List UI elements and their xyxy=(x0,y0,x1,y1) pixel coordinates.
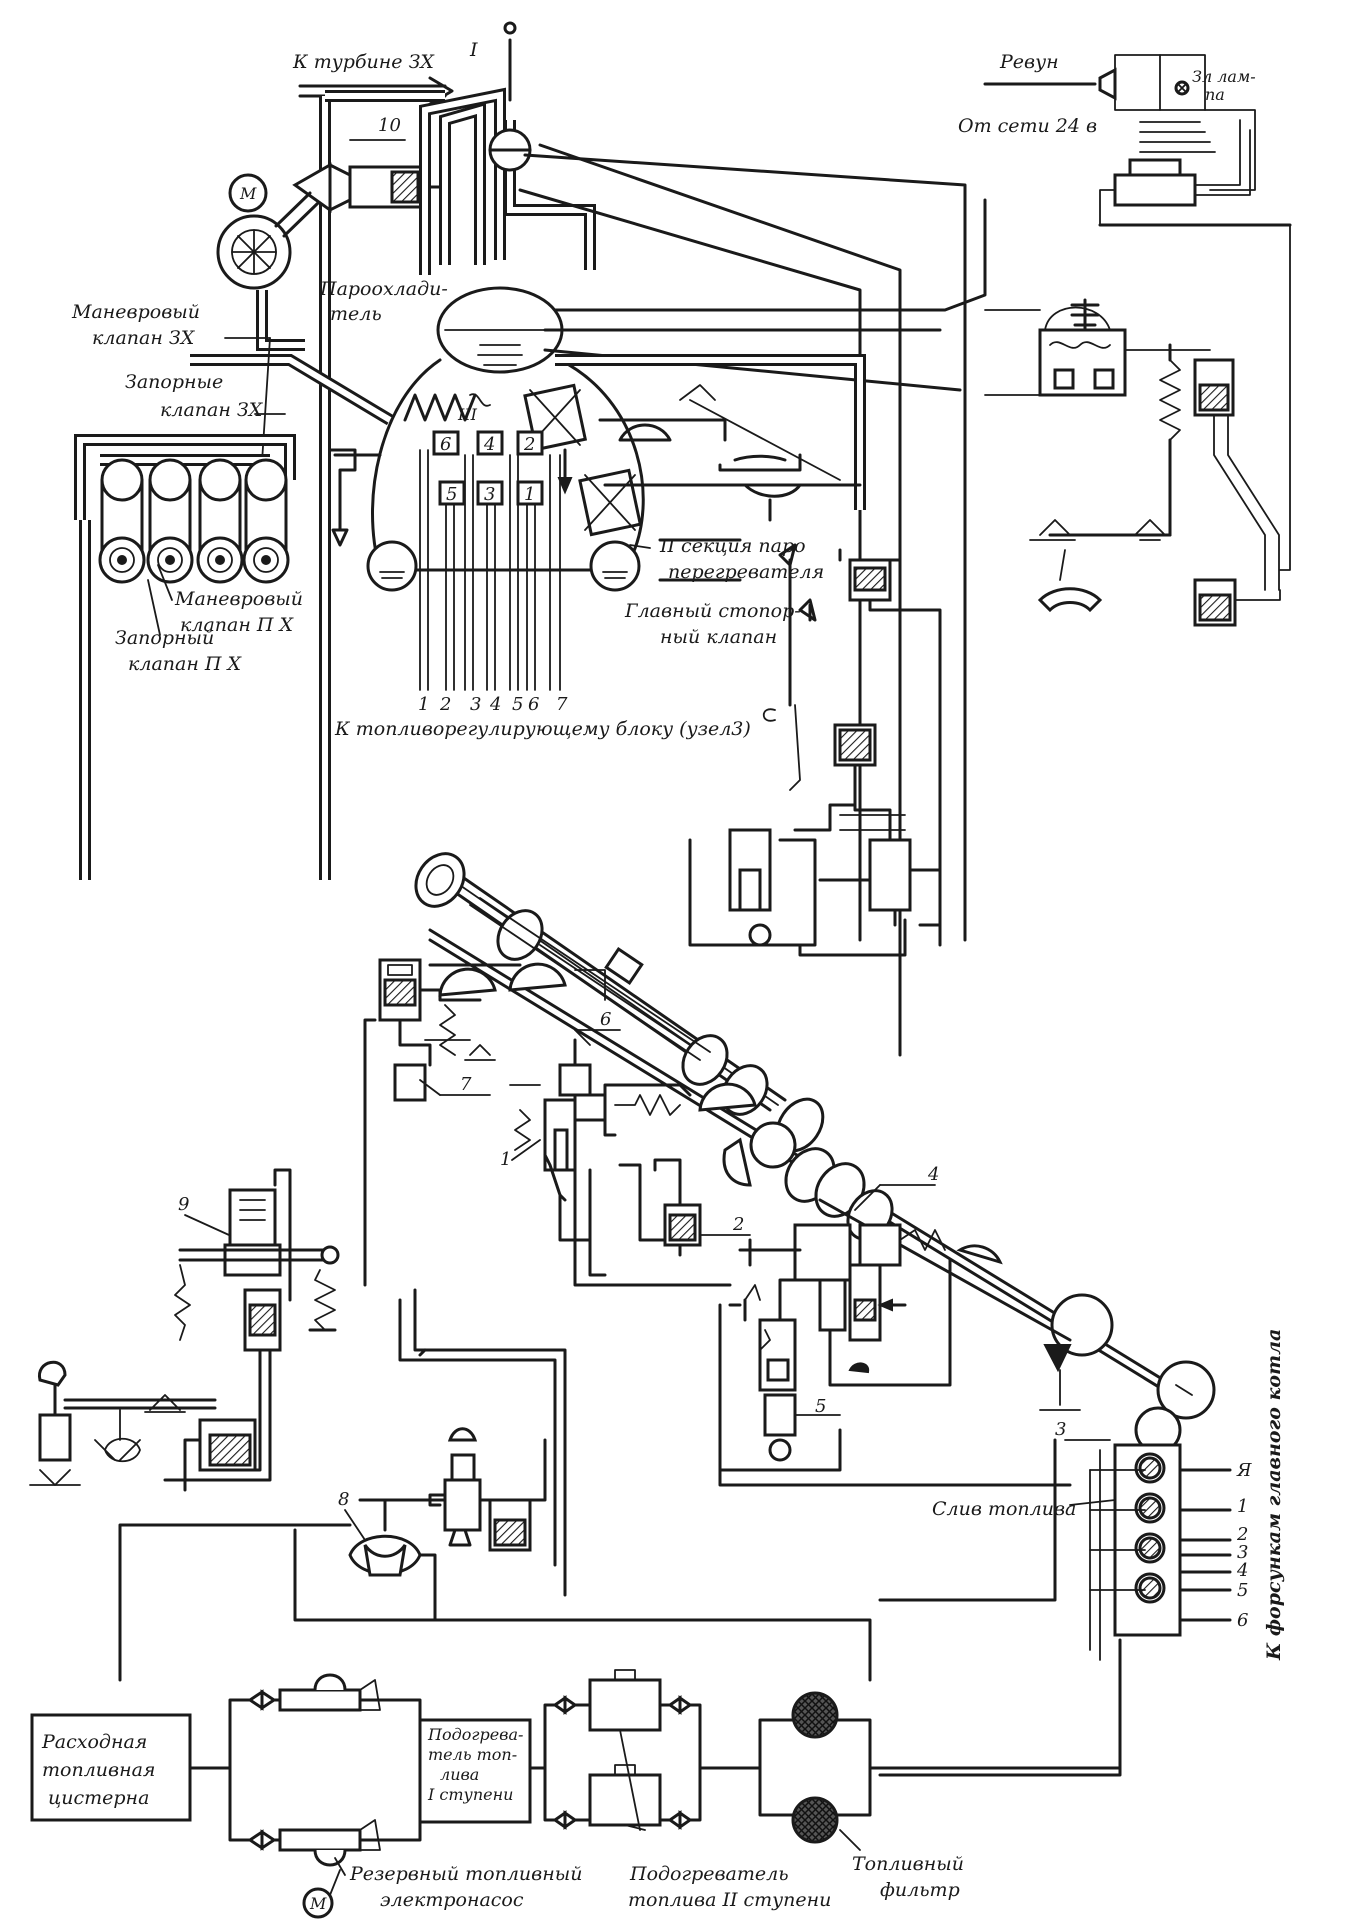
fuel-drain-label: Слив топлива xyxy=(932,1498,1076,1520)
item-6-label: 6 xyxy=(600,1009,611,1030)
stop-valve-zx-line2: клапан ЗХ xyxy=(160,399,264,421)
main-stop-valve-line1: Главный стопор- xyxy=(624,600,801,622)
turbine-label: К турбине ЗХ xyxy=(292,51,435,73)
fuel-supply-line: Расходная топливная цистерна M Резервный… xyxy=(30,1669,1122,1919)
tube-6: 6 xyxy=(528,694,539,715)
heater-stage-2a xyxy=(588,1678,662,1732)
regulators-middle: 7 6 1 2 xyxy=(363,958,751,1287)
cell-5: 5 xyxy=(446,484,457,505)
heater1-line3: лива xyxy=(440,1765,479,1784)
net-24v-label: От сети 24 в xyxy=(958,115,1097,137)
superheater-section-line2: перегревателя xyxy=(668,561,824,583)
heater2-line1: Подогреватель xyxy=(629,1863,789,1885)
tube-numbers: 1 2 3 4 5 6 7 xyxy=(418,694,568,715)
item-8-group: 8 xyxy=(118,1288,1072,1682)
heater-stage-2b xyxy=(588,1773,662,1827)
fuel-block-label: К топливорегулирующему блоку (узел3) xyxy=(334,718,751,740)
injector-out-6: 6 xyxy=(1237,1610,1248,1631)
roman-label-mid: III xyxy=(457,405,478,424)
lower-drum-right xyxy=(589,540,641,592)
tube-1: 1 xyxy=(418,694,429,715)
heater2-line2: топлива II ступени xyxy=(628,1889,831,1911)
cell-6: 6 xyxy=(440,434,451,455)
main-shaft xyxy=(414,852,1216,1420)
maneuver-valve-zx-line1: Маневровый xyxy=(71,301,200,323)
steam-cooler-line2: тель xyxy=(330,303,382,325)
maneuver-valve-px-line2: клапан П Х xyxy=(180,614,294,636)
tube-3: 3 xyxy=(470,694,481,715)
turbine-supply-group: К турбине ЗХ I 10 M xyxy=(71,39,478,880)
item-7-label: 7 xyxy=(460,1074,472,1095)
filter-element-bottom xyxy=(791,1796,839,1844)
stop-valve-zx-line1: Запорные xyxy=(125,371,223,393)
fuel-filter-line2: фильтр xyxy=(880,1879,960,1901)
item-2-label: 2 xyxy=(732,1214,744,1235)
cell-1: 1 xyxy=(524,484,535,505)
boiler-cells: 6 4 2 5 3 1 xyxy=(432,430,544,506)
heater-stage-1 xyxy=(418,1718,532,1824)
lower-drum-left xyxy=(366,540,418,592)
revun-label: Ревун xyxy=(999,51,1059,73)
tube-5: 5 xyxy=(512,694,523,715)
injector-manifold: 3 Я 1 2 3 4 5 6 Слив топлива К форсункам… xyxy=(878,1329,1285,1777)
roman-label-top: I xyxy=(469,39,478,61)
svg-text:M: M xyxy=(309,1894,327,1913)
filter-element-top xyxy=(791,1691,839,1739)
main-stop-valve-line2: ный клапан xyxy=(660,626,777,648)
tube-4: 4 xyxy=(489,694,501,715)
heater1-line2: тель топ- xyxy=(428,1745,517,1764)
maneuver-valve-zx-line2: клапан ЗХ xyxy=(92,327,196,349)
injector-out-0: Я xyxy=(1236,1460,1252,1481)
valve-bank xyxy=(98,458,290,584)
cell-4: 4 xyxy=(483,434,495,455)
svg-text:M: M xyxy=(239,184,257,203)
cell-2: 2 xyxy=(523,434,535,455)
reserve-pump-line1: Резервный топливный xyxy=(349,1863,582,1885)
tube-7: 7 xyxy=(556,694,568,715)
reserve-pump-line2: электронасос xyxy=(380,1889,524,1911)
service-tank xyxy=(30,1713,192,1822)
injector-out-3: 3 xyxy=(1237,1542,1248,1563)
injector-out-4: 4 xyxy=(1236,1560,1248,1581)
horn-icon xyxy=(1098,67,1117,101)
item-1-label: 1 xyxy=(500,1149,511,1170)
fuel-filter-line1: Топливный xyxy=(852,1853,964,1875)
injector-out-2: 2 xyxy=(1236,1524,1248,1545)
injector-out-5: 5 xyxy=(1237,1580,1248,1601)
to-injectors-label: К форсункам главного котла xyxy=(1263,1329,1285,1661)
stop-valve-px-line1: Запорный xyxy=(115,627,214,649)
injector-output-labels: Я 1 2 3 4 5 6 xyxy=(1236,1460,1252,1631)
maneuver-valve-px-line1: Маневровый xyxy=(174,588,303,610)
alarm-group: Ревун Зл лам- па От сети 24 в xyxy=(958,51,1292,627)
item-3-label: 3 xyxy=(1055,1419,1066,1440)
steam-cooler-line1: Пароохлади- xyxy=(319,278,448,300)
cell-3: 3 xyxy=(484,484,495,505)
service-tank-line2: топливная xyxy=(42,1759,156,1781)
motor-icon xyxy=(302,1887,334,1919)
heater1-line1: Подогрева- xyxy=(427,1725,523,1744)
item-9-label: 9 xyxy=(178,1194,189,1215)
item-10-label: 10 xyxy=(378,115,401,136)
lamp-line2: па xyxy=(1205,85,1225,104)
item-8-label: 8 xyxy=(338,1489,349,1510)
regulators-right: 4 5 xyxy=(718,1164,952,1472)
item-4-label: 4 xyxy=(927,1164,939,1185)
service-tank-line3: цистерна xyxy=(48,1787,149,1809)
motor-icon xyxy=(228,173,268,213)
injector-out-1: 1 xyxy=(1237,1496,1248,1517)
item-5-label: 5 xyxy=(815,1396,826,1417)
control-lines xyxy=(518,143,987,1057)
heater1-line4: I ступени xyxy=(427,1785,513,1804)
boiler-group: Пароохлади- тель III 6 4 2 5 xyxy=(319,21,824,740)
stop-valve-px-line2: клапан П Х xyxy=(128,653,242,675)
lamp-line1: Зл лам- xyxy=(1192,67,1256,86)
service-tank-line1: Расходная xyxy=(41,1731,147,1753)
tube-2: 2 xyxy=(439,694,451,715)
item-9-group: 9 xyxy=(29,1168,340,1492)
